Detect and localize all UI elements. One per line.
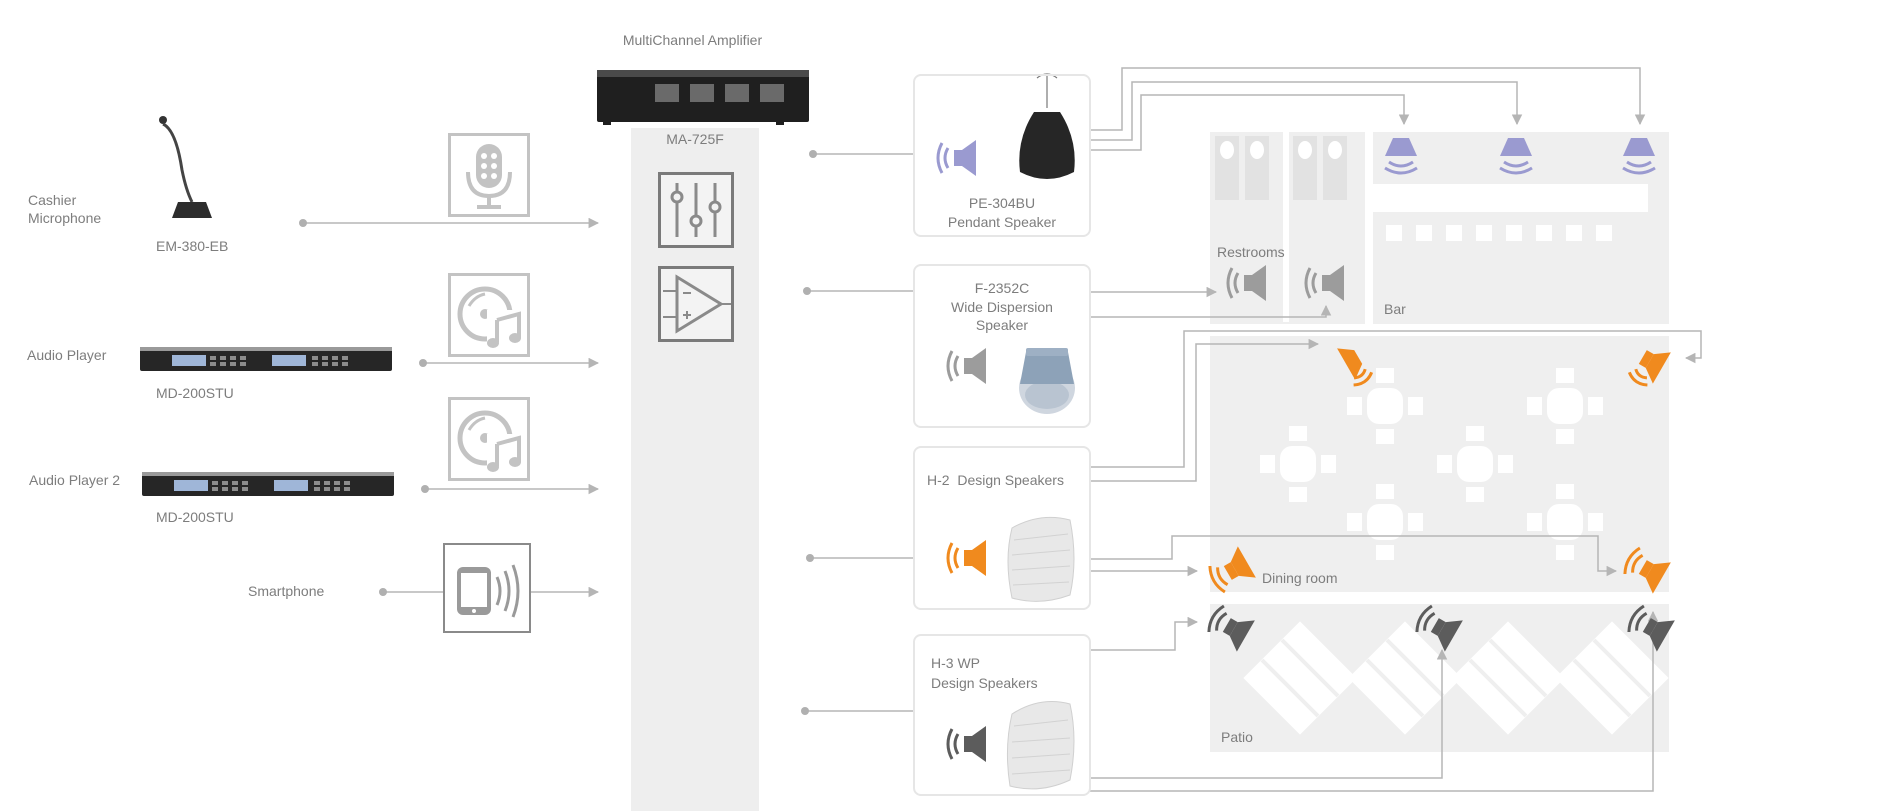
audio-player-unit-1 [140,347,392,371]
source-model-md-200stu: MD-200STU [156,385,234,401]
patio-h3-speaker-icons [1207,604,1675,652]
speaker-type-wide-dispersion: Wide Dispersion Speaker [951,299,1053,333]
bar-pendant-speaker-icons [1384,138,1656,175]
gooseneck-microphone [159,116,212,218]
source-model-md-200stu-2: MD-200STU [156,509,234,525]
speaker-model-h2: H-2 Design Speakers [927,472,1064,488]
amplifier-model: MA-725F [666,131,724,147]
h2-design-speaker-card [913,446,1091,610]
speaker-model-pe-304bu: PE-304BU [968,195,1036,211]
speaker-type-pendant: Pendant Speaker [947,214,1057,230]
microphone-icon [448,133,530,217]
pendant-speaker-card [913,74,1091,237]
dining-h2-speaker-icons [1208,348,1671,594]
source-name-smartphone: Smartphone [248,583,325,599]
speaker-type-h3-design: Design Speakers [931,675,1038,691]
h3-wp-speaker-card [913,634,1091,796]
speaker-model-f-2352c: F-2352C [974,280,1030,296]
source-connection-dots [299,219,429,596]
pendant-speaker-symbol [936,140,976,176]
source-name-audio-player-2: Audio Player 2 [29,472,121,488]
smartphone-wireless-icon [443,543,531,633]
bar-counter [1373,184,1648,241]
wide-dispersion-speaker-card [913,264,1091,428]
zone-label-bar: Bar [1384,301,1406,317]
zone-label-patio: Patio [1221,729,1253,745]
source-model-em-380-eb: EM-380-EB [156,238,229,254]
h3-speaker-image [1006,701,1075,790]
dining-tables [1260,368,1603,560]
op-amp-icon [658,266,734,342]
pendant-speaker-image [1019,73,1075,179]
speaker-model-h3-wp: H-3 WP [931,655,980,671]
source-name-cashier-microphone: Cashier Microphone [28,192,102,226]
amp-output-dots [801,150,817,715]
mixer-sliders-icon [658,172,734,248]
music-disc-icon [448,273,530,357]
patio-tables [1243,621,1669,735]
source-name-audio-player: Audio Player [27,347,107,363]
ceiling-speaker-symbol [946,348,986,384]
restroom-stalls [1215,132,1347,322]
h2-speaker-symbol [946,540,986,576]
restroom-ceiling-speaker-icons [1226,265,1344,301]
zone-label-restrooms: Restrooms [1217,244,1285,260]
zone-routing-lines [1090,67,1702,792]
amp-output-lines [805,153,915,712]
h2-speaker-image [1007,516,1075,602]
ceiling-speaker-image [1019,348,1075,414]
zone-label-dining-room: Dining room [1262,570,1338,586]
amplifier-title: MultiChannel Amplifier [622,32,763,48]
amplifier-device [597,70,809,125]
h3-speaker-symbol [946,726,986,762]
audio-player-unit-2 [142,472,394,496]
music-disc-icon [448,397,530,481]
